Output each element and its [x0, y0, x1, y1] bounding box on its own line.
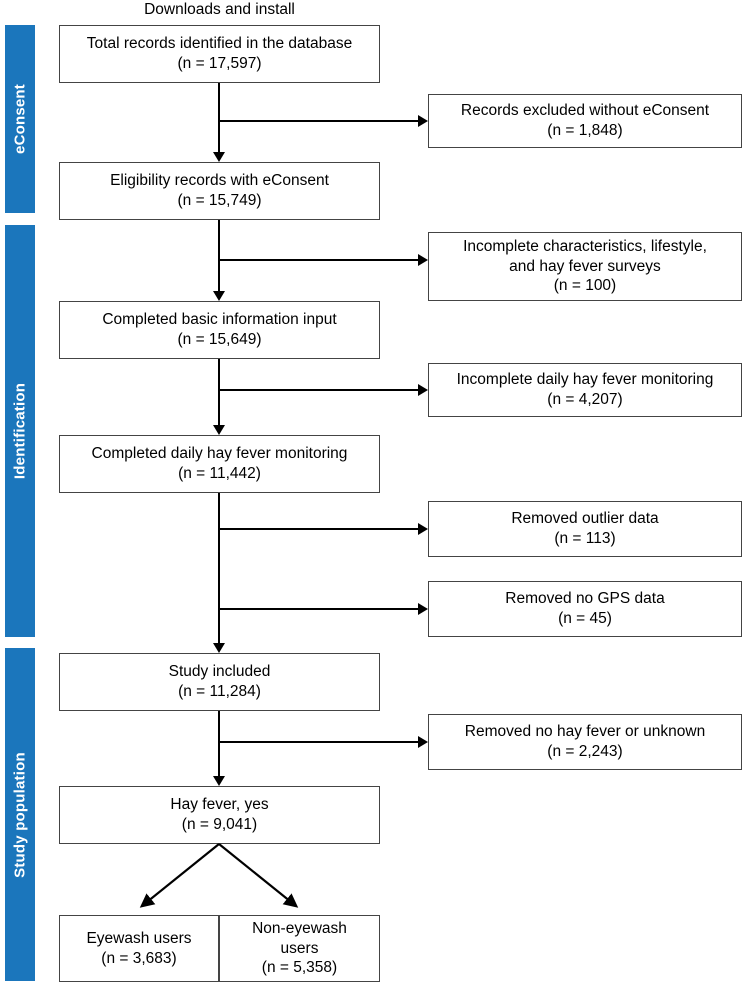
box-line-1: Removed outlier data [511, 510, 659, 528]
connector-arrow-n3-x3 [418, 384, 428, 396]
excluded-box-no-gps-data: Removed no GPS data (n = 45) [428, 581, 742, 637]
connector-line-n1-x1 [218, 120, 418, 122]
connector-arrow-n3-n4 [213, 425, 225, 435]
box-line-2: (n = 1,848) [547, 122, 623, 139]
box-line-3: (n = 5,358) [261, 959, 338, 977]
connector-arrow-n1-n2 [213, 152, 225, 162]
connector-line-n3-n4 [218, 359, 220, 425]
stage-bar-identification: Identification [5, 225, 35, 637]
box-line-2: (n = 11,442) [178, 465, 261, 482]
box-line-2: and hay fever surveys [509, 257, 661, 275]
box-line-1: Incomplete characteristics, lifestyle, [463, 237, 707, 255]
box-line-2: (n = 3,683) [101, 949, 177, 967]
box-line-2: (n = 45) [558, 610, 612, 627]
box-line-2: (n = 15,749) [177, 192, 262, 209]
main-box-basic-information: Completed basic information input (n = 1… [59, 301, 380, 359]
connector-arrow-n2-n3 [213, 291, 225, 301]
box-line-3: (n = 100) [553, 277, 617, 295]
excluded-box-incomplete-monitoring: Incomplete daily hay fever monitoring (n… [428, 363, 742, 417]
box-line-2: (n = 17,597) [177, 55, 262, 72]
box-line-1: Total records identified in the database [86, 35, 353, 53]
connector-arrow-n4-x5 [418, 603, 428, 615]
box-line-1: Eyewash users [86, 929, 192, 947]
connector-line-n2-x2 [218, 259, 418, 261]
box-line-1: Completed basic information input [102, 311, 337, 329]
box-line-1: Incomplete daily hay fever monitoring [456, 371, 714, 389]
connector-line-n1-n2 [218, 83, 220, 152]
main-box-daily-monitoring: Completed daily hay fever monitoring (n … [59, 435, 380, 493]
connector-arrow-n1-x1 [418, 115, 428, 127]
stage-bar-econsent: eConsent [5, 25, 35, 213]
terminal-box-eyewash-users: Eyewash users (n = 3,683) [59, 915, 219, 982]
box-line-1: Removed no hay fever or unknown [464, 723, 706, 741]
box-line-2: (n = 9,041) [181, 816, 258, 833]
connector-arrow-n4-x4 [418, 523, 428, 535]
connector-arrow-n4-n5 [213, 643, 225, 653]
main-box-eligibility-records: Eligibility records with eConsent (n = 1… [59, 162, 380, 220]
excluded-box-no-hay-fever: Removed no hay fever or unknown (n = 2,2… [428, 714, 742, 770]
stage-bar-study-population: Study population [5, 648, 35, 981]
box-line-2: (n = 4,207) [547, 391, 623, 408]
box-line-1: Eligibility records with eConsent [110, 172, 329, 190]
excluded-box-no-econsent: Records excluded without eConsent (n = 1… [428, 94, 742, 148]
box-line-1: Removed no GPS data [505, 590, 665, 608]
connector-line-n4-x5 [218, 608, 418, 610]
connector-split-n6-terminals [139, 843, 299, 908]
connector-line-n4-n5 [218, 493, 220, 643]
connector-line-n4-x4 [218, 528, 418, 530]
terminal-box-non-eyewash-users: Non-eyewash users (n = 5,358) [219, 915, 380, 982]
box-line-2: (n = 11,284) [178, 683, 261, 700]
stage-bar-label: eConsent [11, 84, 29, 154]
connector-arrow-n5-x6 [418, 736, 428, 748]
box-line-2: users [280, 939, 319, 957]
excluded-box-outlier-data: Removed outlier data (n = 113) [428, 501, 742, 557]
connector-line-n2-n3 [218, 220, 220, 291]
stage-bar-label: Identification [11, 382, 29, 480]
main-box-hay-fever-yes: Hay fever, yes (n = 9,041) [59, 786, 380, 844]
connector-line-n5-x6 [218, 741, 418, 743]
main-box-total-records: Total records identified in the database… [59, 25, 380, 83]
box-line-2: (n = 113) [554, 530, 616, 547]
connector-arrow-n2-x2 [418, 254, 428, 266]
connector-line-n3-x3 [218, 389, 418, 391]
box-line-1: Completed daily hay fever monitoring [91, 445, 348, 463]
box-line-1: Hay fever, yes [170, 796, 269, 814]
box-line-1: Study included [168, 663, 271, 681]
box-line-1: Records excluded without eConsent [460, 102, 710, 120]
box-line-2: (n = 15,649) [177, 331, 262, 348]
connector-line-n5-n6 [218, 711, 220, 776]
main-box-study-included: Study included (n = 11,284) [59, 653, 380, 711]
connector-arrow-n5-n6 [213, 776, 225, 786]
excluded-box-incomplete-surveys: Incomplete characteristics, lifestyle, a… [428, 232, 742, 301]
page-title: Downloads and install [144, 1, 295, 18]
box-line-2: (n = 2,243) [547, 743, 623, 760]
box-line-1: Non-eyewash [252, 919, 347, 937]
